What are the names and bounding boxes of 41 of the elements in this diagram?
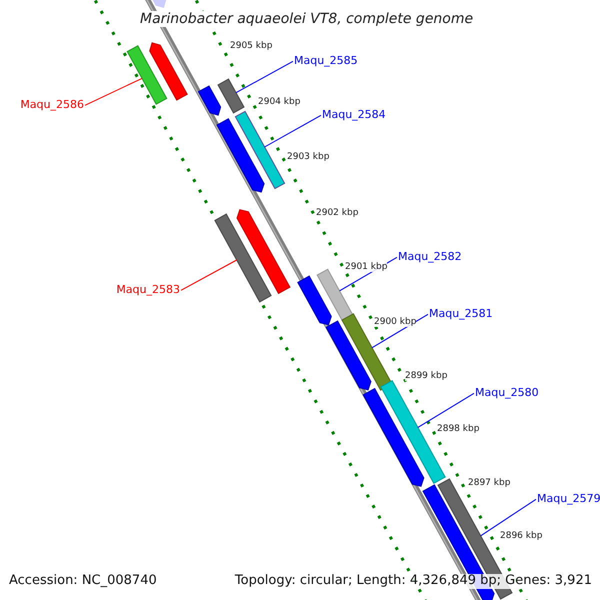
gene-bar [236,209,291,294]
gene-bar [217,78,245,114]
footer-text: Accession: NC_008740 [9,574,157,589]
gene-label: Maqu_2585 [294,55,358,68]
scale-label: 2904 kbp [258,97,300,108]
gene-bar [150,0,166,8]
gene-label: Maqu_2582 [398,251,462,264]
scale-label: 2903 kbp [287,152,330,162]
gene-bar [149,42,188,101]
gene-bar [214,213,272,303]
map-title: Marinobacter aquaeolei VT8, complete genome [138,11,476,28]
gene-bar [198,85,222,116]
gene-bar [216,118,265,193]
leader-line [180,260,238,291]
gene-label: Maqu_2579 [537,493,600,506]
gene-bar [297,275,332,326]
gene-bar [234,110,286,190]
leader-line [372,314,428,348]
gene-label: Maqu_2583 [116,284,180,297]
leader-line [264,114,322,148]
gene-label: Maqu_2584 [322,109,386,122]
scale-label: 2899 kbp [405,371,448,382]
scale-label: 2897 kbp [468,478,510,488]
gene-label: Maqu_2580 [475,387,539,400]
gene-bar [316,268,354,322]
scale-label: 2896 kbp [500,531,542,542]
scale-label: 2898 kbp [437,424,480,434]
scale-label: 2901 kbp [345,262,388,272]
scale-label: 2902 kbp [316,208,358,218]
leader-line [236,60,294,94]
gene-bar [326,320,372,390]
gene-label: Maqu_2581 [429,308,493,321]
leader-line [417,392,474,428]
leader-line [84,78,142,106]
footer-text: Topology: circular; Length: 4,326,849 bp; Genes: 3,921 [234,574,592,589]
gene-bar [126,45,168,105]
leader-line [480,498,536,536]
gene-bar [362,388,424,487]
scale-label: 2905 kbp [230,41,272,52]
scale-label: 2900 kbp [374,317,416,328]
gene-label: Maqu_2586 [20,99,84,112]
